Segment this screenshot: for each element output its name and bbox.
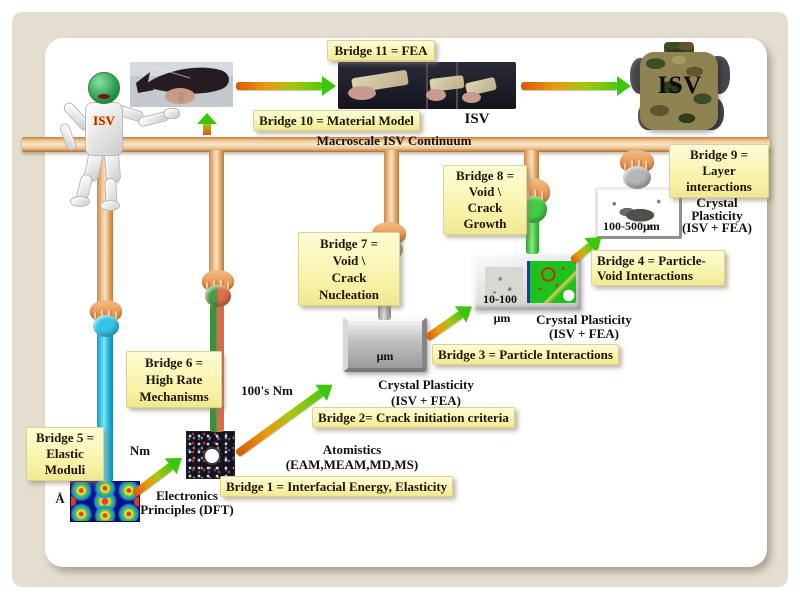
isv-caption: ISV (464, 111, 490, 127)
atomistics-void-image (186, 431, 235, 479)
grip-hand-icon (202, 270, 234, 308)
arrow-shaft (203, 124, 211, 135)
arrow-shaft (236, 82, 323, 90)
scale-100s-nm: 100's Nm (241, 383, 293, 398)
figure-left-forearm (58, 122, 78, 152)
arrow-up-bridge10-icon (197, 113, 217, 135)
pole-voidgrowth-green (526, 220, 539, 254)
atomistics-caption: Atomistics (EAM,MEAM,MD,MS) (285, 442, 419, 472)
hand-silhouette (462, 92, 481, 103)
dft-electron-density-image (70, 481, 140, 522)
bridge-2-label: Bridge 2= Crack initiation criteria (312, 407, 515, 428)
bridge-4-label: Bridge 4 = Particle- Void Interactions (591, 250, 725, 286)
scale-nm: Nm (129, 443, 151, 458)
pole-voidgrowth-tan (524, 150, 539, 184)
bridge-11-label: Bridge 11 = FEA (327, 40, 435, 61)
micrograph-100-500um: 100-500μm (595, 187, 682, 239)
micrograph-10-100um (485, 267, 523, 301)
fish-specimen-photo (130, 62, 233, 107)
bridge-9-label: Bridge 9 = Layer interactions (669, 144, 769, 198)
crystal-tray-10-100um: 10-100 (473, 252, 581, 310)
pole-crystal-tan (384, 150, 399, 228)
scale-angstrom: Å (55, 491, 65, 506)
bridge-7-label: Bridge 7 = Void \ Crack Nucleation (298, 232, 400, 306)
grip-hand-icon (620, 150, 654, 190)
bridge-5-label: Bridge 5 = Elastic Moduli (26, 427, 104, 481)
arrow-head (322, 76, 336, 96)
figure-isv-text: ISV (93, 113, 115, 128)
size-label-100-500um: 100-500μm (603, 219, 660, 233)
bridge-8-label: Bridge 8 = Void \ Crack Growth (443, 165, 527, 235)
arrow-head (617, 76, 631, 96)
hand-silhouette (426, 89, 446, 101)
figure-head (88, 72, 120, 104)
vest-isv-text: ISV (657, 72, 703, 99)
arrow-fish-to-fea-icon (236, 76, 336, 96)
electronics-principles-caption: Electronics Principles (DFT) (140, 488, 234, 517)
figure-right-hand (164, 108, 180, 119)
isv-mannequin-figure: ISV (58, 56, 180, 211)
hand-silhouette (348, 86, 376, 100)
grip-ball (92, 315, 120, 338)
crystal-plasticity-right-caption: Crystal Plasticity (ISV + FEA) (681, 195, 752, 235)
size-unit-um: μm (493, 311, 511, 325)
bridge-6-label: Bridge 6 = High Rate Mechanisms (126, 351, 222, 408)
block-unit-um: μm (376, 349, 394, 363)
bridge-1-label: Bridge 1 = Interfacial Energy, Elasticit… (220, 476, 454, 497)
arrow-fea-to-vest-icon (521, 76, 631, 96)
arrow-shaft (521, 82, 618, 90)
size-label-10-100: 10-100 (483, 292, 517, 306)
figure-torso: ISV (85, 102, 123, 156)
macroscale-continuum-bar (22, 137, 770, 152)
macroscale-bar-label: Macroscale ISV Continuum (316, 133, 472, 148)
bridge-10-label: Bridge 10 = Material Model (253, 110, 420, 131)
grip-hand-icon (90, 300, 122, 338)
photo-frame-divider (426, 62, 428, 109)
grip-ball (204, 285, 232, 308)
vest-body (640, 52, 718, 130)
figure-right-foot (100, 200, 120, 211)
fea-hands-photo (338, 62, 516, 109)
fea-result-image (527, 261, 576, 303)
pole-highrate-tan (209, 150, 224, 274)
grip-ball (622, 166, 652, 190)
isv-vest-icon: ISV (630, 42, 730, 134)
crystal-plasticity-block-caption: Crystal Plasticity (ISV + FEA) (378, 377, 474, 408)
figure-left-foot (70, 196, 90, 207)
crystal-plasticity-mid-caption: Crystal Plasticity (ISV + FEA) (536, 312, 632, 341)
bridge-3-label: Bridge 3 = Particle Interactions (432, 344, 619, 365)
crystal-plasticity-block: μm (343, 317, 427, 372)
arrow-head (197, 113, 217, 124)
